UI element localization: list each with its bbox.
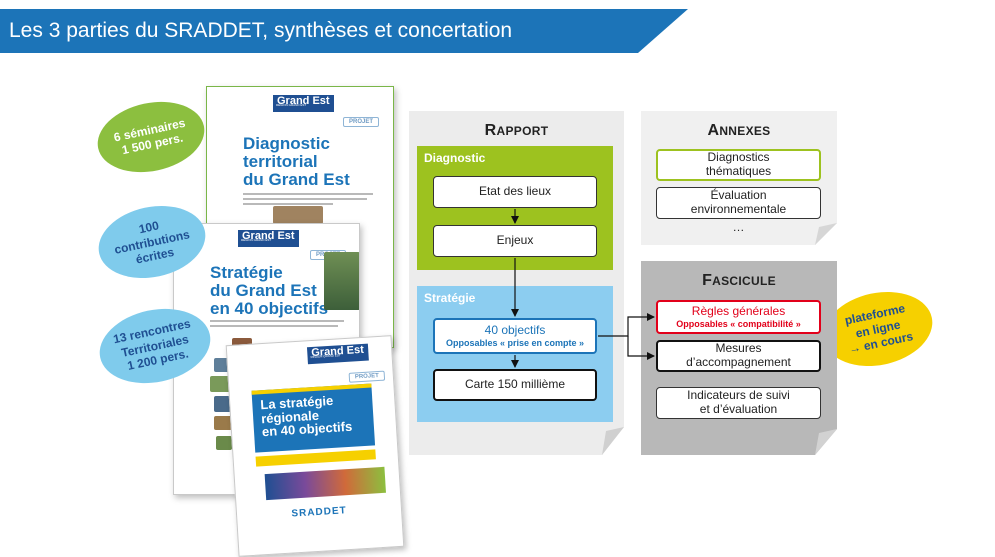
fine-print [243, 193, 373, 195]
arrow-objectifs-mesures [627, 336, 655, 360]
page-fold [602, 427, 624, 455]
fine-print [210, 320, 344, 322]
annexes-heading: ANNEXES [707, 122, 771, 139]
arrow-objectifs-regles [598, 313, 655, 337]
rapport-heading: RAPPORT [484, 122, 549, 139]
annexes-ellipsis: … [732, 220, 745, 234]
page-fold [815, 223, 837, 245]
banner-shape [0, 9, 688, 53]
title-banner: Les 3 parties du SRADDET, synthèses et c… [0, 9, 690, 53]
diagnostic-label: Diagnostic [424, 151, 486, 165]
regles-generales-box: Règles générales Opposables « compatibil… [656, 300, 821, 334]
map-photo [216, 436, 232, 450]
cover-photo [273, 206, 323, 224]
objectifs-label: 40 objectifs [484, 322, 546, 337]
fine-print [210, 325, 338, 327]
page-title: Les 3 parties du SRADDET, synthèses et c… [9, 19, 513, 42]
objectifs-sub: Opposables « prise en compte » [445, 337, 585, 348]
strategie-cover-title: Stratégie du Grand Est en 40 objectifs [210, 263, 329, 318]
strategie-label: Stratégie [424, 291, 476, 305]
page-fold [815, 429, 837, 455]
carte-box: Carte 150 millième [433, 369, 597, 401]
diagnostic-cover-title: Diagnostic territorial du Grand Est [243, 134, 350, 189]
evaluation-environnementale-box: Évaluation environnementale [656, 187, 821, 219]
diagnostics-thematiques-box: Diagnostics thématiques [656, 149, 821, 181]
enjeux-box: Enjeux [433, 225, 597, 257]
projet-badge: PROJET [343, 117, 380, 127]
regles-label: Règles générales [691, 303, 786, 318]
fascicule-heading: FASCICULE [702, 272, 776, 289]
indicateurs-box: Indicateurs de suivi et d’évaluation [656, 387, 821, 419]
map-photo [210, 376, 230, 392]
fine-print [243, 203, 333, 205]
map-photo [214, 416, 232, 430]
fine-print [243, 198, 367, 200]
etat-des-lieux-box: Etat des lieux [433, 176, 597, 208]
mesures-accompagnement-box: Mesures d’accompagnement [656, 340, 821, 372]
forest-photo [324, 252, 359, 310]
objectifs-box: 40 objectifs Opposables « prise en compt… [433, 318, 597, 354]
regles-sub: Opposables « compatibilité » [676, 318, 801, 329]
